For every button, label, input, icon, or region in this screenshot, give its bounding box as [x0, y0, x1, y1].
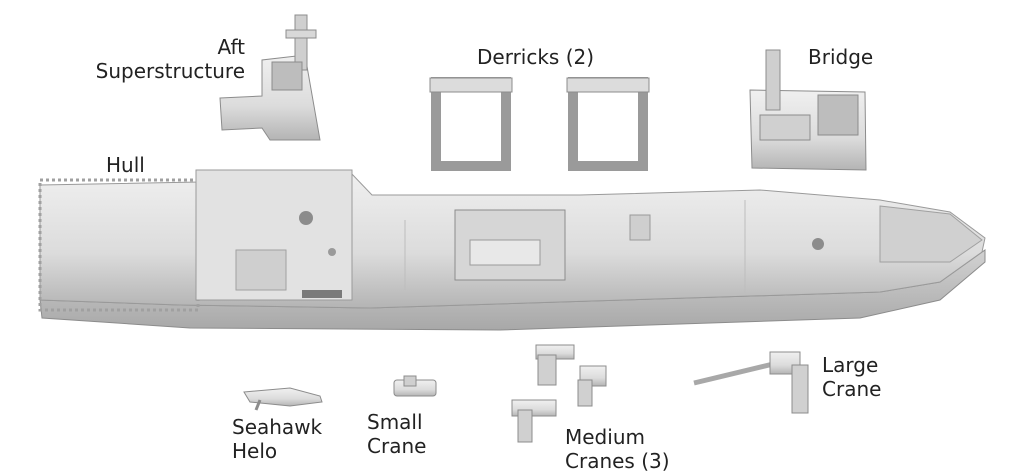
- large-crane-part: [693, 351, 809, 414]
- derrick-part: [566, 77, 650, 171]
- seahawk-helo-part: [243, 387, 323, 411]
- label-aft-superstructure: Aft Superstructure: [95, 35, 245, 83]
- label-hull: Hull: [106, 153, 145, 177]
- label-derricks: Derricks (2): [477, 45, 595, 69]
- label-small-crane: Small Crane: [367, 410, 427, 458]
- medium-crane-part: [511, 399, 557, 443]
- bridge-part: [749, 49, 867, 171]
- aft-superstructure-part: [219, 14, 321, 141]
- label-medium-cranes: Medium Cranes (3): [565, 425, 670, 473]
- medium-crane-part: [577, 365, 607, 407]
- label-bridge: Bridge: [808, 45, 874, 69]
- label-large-crane: Large Crane: [822, 353, 882, 401]
- small-crane-part: [393, 375, 437, 397]
- hull-part: [38, 169, 986, 331]
- derrick-part: [429, 77, 513, 171]
- label-seahawk-helo: Seahawk Helo: [232, 415, 323, 463]
- medium-crane-part: [535, 344, 575, 386]
